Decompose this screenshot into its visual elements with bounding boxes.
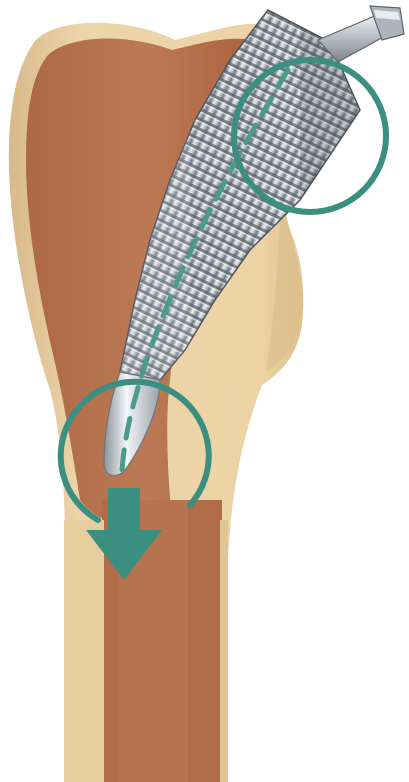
shaft-cortex-left <box>64 520 104 782</box>
shaft-cortex-right <box>220 520 228 782</box>
trunnion <box>318 6 404 62</box>
